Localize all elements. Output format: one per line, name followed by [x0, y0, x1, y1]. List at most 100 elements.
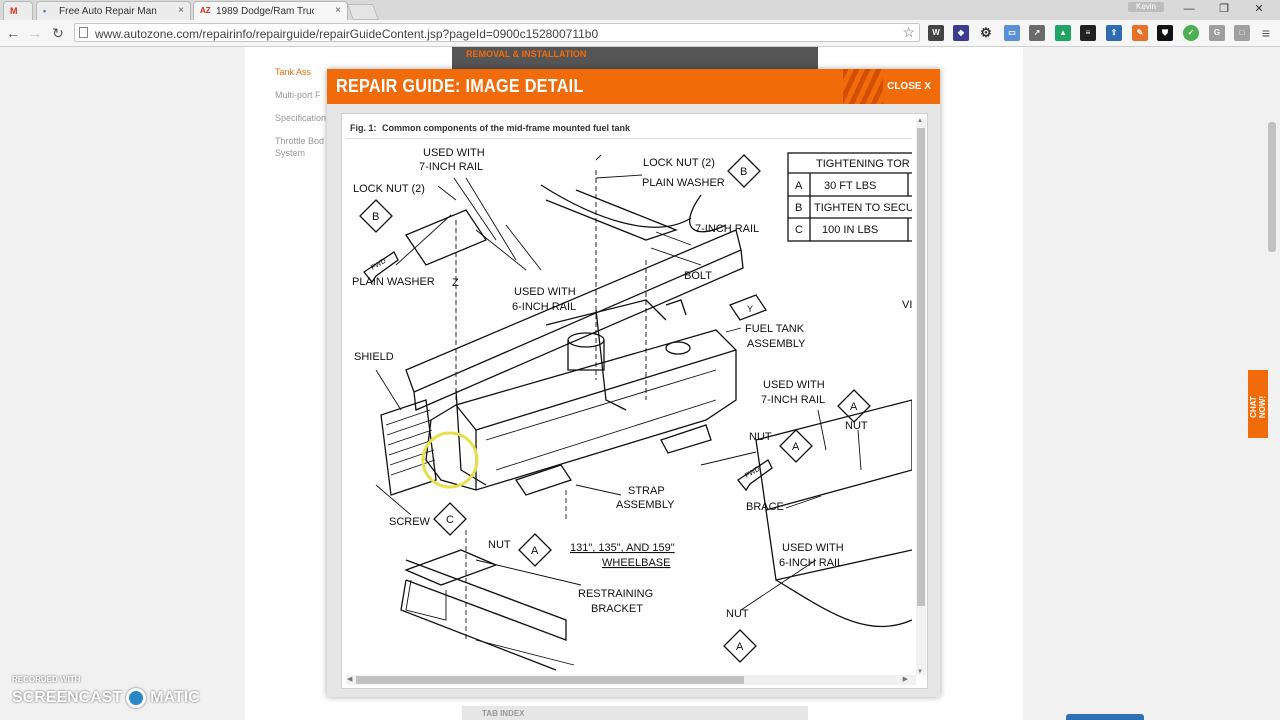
svg-text:Y: Y	[747, 304, 753, 314]
extension-upload-icon[interactable]: ⇧	[1106, 25, 1122, 41]
scroll-up-icon[interactable]: ▲	[917, 118, 923, 124]
svg-text:B: B	[740, 166, 747, 178]
svg-text:7-INCH RAIL: 7-INCH RAIL	[695, 223, 759, 235]
chat-now-button[interactable]: CHAT NOW!	[1248, 370, 1268, 438]
extension-shield-icon[interactable]: ⛊	[1157, 25, 1173, 41]
svg-text:SHIELD: SHIELD	[354, 351, 394, 363]
svg-text:NUT: NUT	[726, 608, 749, 620]
svg-text:BRACE: BRACE	[746, 501, 784, 513]
tab-dodge-ram[interactable]: AZ 1989 Dodge/Ram Truck D ×	[193, 1, 348, 20]
svg-text:LOCK NUT (2): LOCK NUT (2)	[353, 183, 425, 195]
scroll-down-icon[interactable]: ▼	[917, 669, 923, 675]
close-tab-icon[interactable]: ×	[335, 5, 341, 16]
forward-icon[interactable]: →	[28, 25, 42, 41]
viewer-horizontal-scroll-thumb[interactable]	[356, 676, 744, 684]
diamond-marker-a-bottom: A	[518, 533, 552, 567]
svg-text:A: A	[736, 641, 744, 653]
viewer-vertical-scrollbar[interactable]: ▲ ▼	[916, 118, 926, 675]
image-viewer: Fig. 1: Common components of the mid-fra…	[341, 113, 928, 689]
new-tab-button[interactable]	[347, 4, 379, 20]
close-tab-icon[interactable]: ×	[178, 5, 184, 16]
tab-gmail[interactable]: M	[3, 1, 33, 20]
svg-text:BRACKET: BRACKET	[591, 603, 643, 615]
nav-item-multiport[interactable]: Multi-port F	[275, 90, 321, 100]
figure-caption-text: Common components of the mid-frame mount…	[382, 123, 631, 133]
diamond-marker-b-left: B	[359, 199, 393, 233]
image-detail-modal: REPAIR GUIDE: IMAGE DETAIL CLOSE X Fig. …	[327, 69, 940, 697]
extension-image-icon[interactable]: ✎	[1132, 25, 1148, 41]
svg-text:7-INCH RAIL: 7-INCH RAIL	[761, 394, 825, 406]
reload-icon[interactable]: ↻	[52, 25, 64, 41]
leader-lines	[375, 154, 862, 666]
svg-text:WHEELBASE: WHEELBASE	[602, 557, 670, 569]
extension-layers-icon[interactable]: ≡	[1080, 25, 1096, 41]
diamond-marker-a-lowright: A	[723, 629, 757, 663]
bottom-badge[interactable]	[1066, 714, 1144, 720]
scroll-right-icon[interactable]: ▶	[902, 676, 908, 683]
torque-value-c: 100 IN LBS	[822, 224, 878, 236]
watermark-text-left: SCREENCAST	[12, 689, 123, 707]
modal-title: REPAIR GUIDE: IMAGE DETAIL	[336, 76, 584, 96]
address-bar[interactable]: www.autozone.com/repairinfo/repairguide/…	[74, 23, 920, 42]
page-scrollbar[interactable]	[1268, 122, 1276, 252]
svg-text:LOCK NUT (2): LOCK NUT (2)	[643, 157, 715, 169]
svg-text:A: A	[531, 545, 539, 557]
tab-strip: M • Free Auto Repair Manual: × AZ 1989 D…	[0, 0, 1280, 20]
extension-bookmark-icon[interactable]: ◆	[953, 25, 969, 41]
profile-button[interactable]: Kevin	[1128, 2, 1164, 12]
close-button[interactable]: CLOSE X	[887, 81, 931, 92]
chrome-menu-icon[interactable]: ≡	[1261, 25, 1271, 41]
extension-chart-icon[interactable]: ↗	[1029, 25, 1045, 41]
url-text: www.autozone.com/repairinfo/repairguide/…	[95, 27, 599, 41]
torque-table-header: TIGHTENING TOR	[816, 158, 910, 170]
svg-text:131", 135", AND 159": 131", 135", AND 159"	[570, 542, 675, 554]
restore-icon[interactable]: ❐	[1219, 3, 1229, 15]
watermark-text-right: MATIC	[150, 689, 200, 707]
svg-text:RESTRAINING: RESTRAINING	[578, 588, 653, 600]
extension-g-icon[interactable]: G	[1209, 25, 1225, 41]
extension-check-icon[interactable]: ✓	[1183, 25, 1199, 41]
minimize-icon[interactable]: —	[1183, 3, 1195, 15]
chat-now-label: CHAT NOW!	[1249, 395, 1267, 419]
extension-box-icon[interactable]: □	[1234, 25, 1250, 41]
svg-text:PLAIN WASHER: PLAIN WASHER	[352, 276, 435, 288]
torque-value-b: TIGHTEN TO SECU	[814, 202, 912, 214]
svg-text:A: A	[850, 401, 858, 413]
svg-text:B: B	[372, 211, 379, 223]
svg-text:BOLT: BOLT	[684, 270, 712, 282]
autozone-icon: AZ	[200, 6, 211, 15]
extension-screen-icon[interactable]: ▭	[1004, 25, 1020, 41]
bookmark-star-icon[interactable]: ☆	[902, 24, 915, 40]
header-stripes	[843, 69, 883, 104]
frame-rails	[400, 184, 912, 671]
close-window-icon[interactable]: ✕	[1254, 3, 1264, 15]
fuel-tank-diagram: TIGHTENING TOR A 30 FT LBS B TIGHTEN TO …	[352, 147, 912, 671]
tab-label: Free Auto Repair Manual:	[59, 6, 157, 17]
page-info-icon[interactable]	[79, 27, 88, 38]
bottom-strip: TAB INDEX	[462, 706, 808, 720]
back-icon[interactable]: ←	[6, 25, 20, 41]
svg-text:A: A	[792, 441, 800, 453]
figure-caption: Fig. 1: Common components of the mid-fra…	[346, 118, 912, 139]
google-drive-icon[interactable]: ▲	[1055, 25, 1071, 41]
nav-item-throttle-body[interactable]: Throttle Bod System	[275, 136, 325, 158]
torque-key-b: B	[795, 202, 802, 214]
gmail-icon: M	[10, 6, 18, 16]
nav-item-tank-assembly[interactable]: Tank Ass	[275, 67, 312, 77]
fwd-arrow-right: FWD	[737, 459, 773, 492]
browser-toolbar: ← → ↻ www.autozone.com/repairinfo/repair…	[0, 20, 1280, 47]
svg-text:USED WITH: USED WITH	[514, 286, 576, 298]
extension-wr-icon[interactable]: W	[928, 25, 944, 41]
label-z: Z	[452, 277, 459, 289]
svg-text:6-INCH RAIL: 6-INCH RAIL	[779, 557, 843, 569]
cursor-highlight	[421, 431, 479, 489]
diamond-marker-b-top: B	[727, 154, 761, 188]
scroll-left-icon[interactable]: ◀	[347, 676, 353, 683]
svg-text:NUT: NUT	[749, 431, 772, 443]
settings-gear-icon[interactable]: ⚙	[980, 25, 992, 40]
tab-free-auto-repair[interactable]: • Free Auto Repair Manual: ×	[36, 1, 191, 20]
viewer-vertical-scroll-thumb[interactable]	[917, 128, 925, 606]
viewer-horizontal-scrollbar[interactable]: ◀ ▶	[346, 675, 916, 685]
diamond-marker-a-nut: A	[779, 429, 813, 463]
nav-item-specifications[interactable]: Specification	[275, 113, 327, 123]
